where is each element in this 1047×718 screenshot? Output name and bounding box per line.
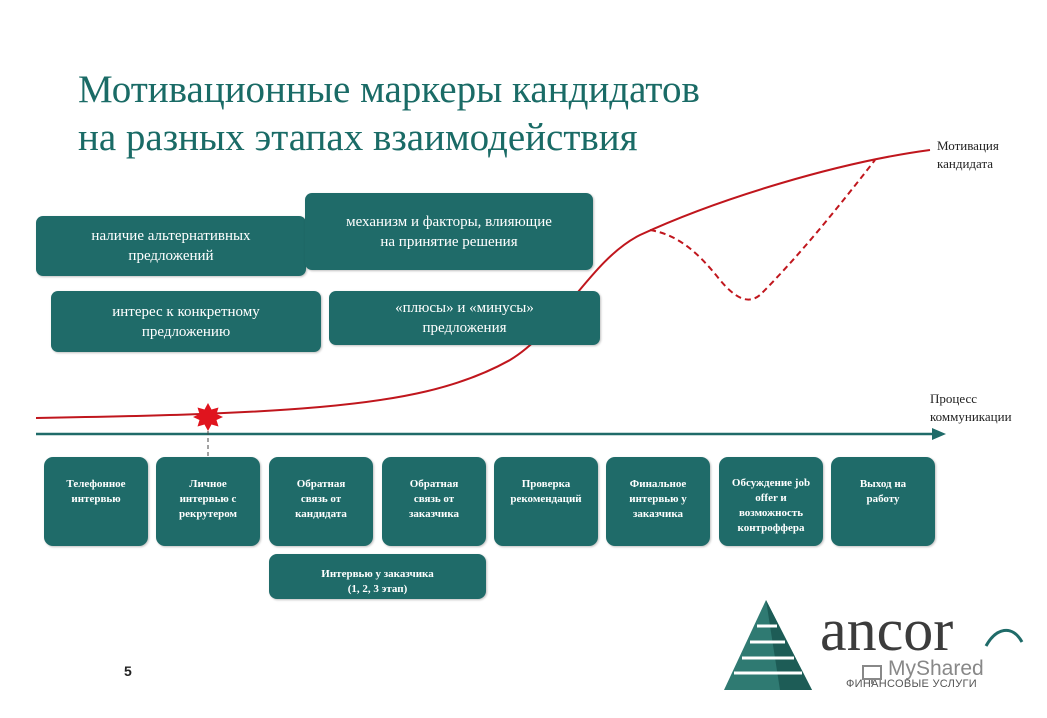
marker-label: наличие альтернативных предложений: [91, 228, 251, 264]
stage-job-offer: Обсуждение job offer и возможность контр…: [719, 457, 823, 546]
process-axis-arrowhead: [932, 428, 946, 440]
marker-decision-factors: механизм и факторы, влияющие на принятие…: [305, 193, 593, 270]
ancor-logo: ancor ФИНАНСОВЫЕ УСЛУГИ: [722, 598, 1027, 692]
marker-label: механизм и факторы, влияющие на принятие…: [346, 213, 552, 250]
stage-label: Личное интервью с рекрутером: [179, 478, 237, 520]
marker-specific-interest: интерес к конкретному предложению: [51, 291, 321, 352]
stage-label: Обсуждение job offer и возможность контр…: [731, 477, 811, 534]
logo-pyramid-icon: [724, 600, 812, 690]
stage-recruiter-interview: Личное интервью с рекрутером: [156, 457, 260, 546]
stage-start-work: Выход на работу: [831, 457, 935, 546]
page-title: Мотивационные маркеры кандидатов на разн…: [78, 66, 938, 162]
presentation-icon: [862, 665, 882, 684]
marker-alternative-offers: наличие альтернативных предложений: [36, 216, 306, 276]
marker-label: интерес к конкретному предложению: [112, 303, 260, 340]
stage-label: Обратная связь от кандидата: [295, 478, 347, 520]
stage-label: Проверка рекомендаций: [510, 478, 582, 505]
stage-phone-interview: Телефонное интервью: [44, 457, 148, 546]
marker-pros-cons: «плюсы» и «минусы» предложения: [329, 291, 600, 345]
marker-star-icon: [193, 403, 223, 431]
stage-label: Телефонное интервью: [66, 478, 126, 505]
stage-final-interview: Финальное интервью у заказчика: [606, 457, 710, 546]
motivation-dip-curve: [649, 159, 876, 301]
stage-client-interview-rounds: Интервью у заказчика (1, 2, 3 этап): [269, 554, 486, 599]
title-line-1: Мотивационные маркеры кандидатов: [78, 68, 700, 111]
motivation-axis-label: Мотивация кандидата: [937, 138, 999, 171]
watermark-text: MyShared: [888, 657, 984, 680]
stage-label: Выход на работу: [859, 478, 907, 505]
stage-label: Обратная связь от заказчика: [408, 478, 459, 520]
logo-swoosh-icon: [984, 629, 1024, 647]
marker-label: «плюсы» и «минусы» предложения: [395, 300, 534, 336]
stage-candidate-feedback: Обратная связь от кандидата: [269, 457, 373, 546]
process-axis-label: Процесс коммуникации: [930, 391, 1012, 424]
stage-reference-check: Проверка рекомендаций: [494, 457, 598, 546]
page-number: 5: [124, 663, 132, 679]
logo-wordmark: ancor: [820, 597, 954, 663]
logo-subtitle: ФИНАНСОВЫЕ УСЛУГИ: [846, 678, 977, 690]
title-line-2: на разных этапах взаимодействия: [78, 116, 638, 159]
stage-client-feedback: Обратная связь от заказчика: [382, 457, 486, 546]
stage-label: Финальное интервью у заказчика: [629, 478, 687, 520]
motivation-curve: [35, 149, 931, 419]
